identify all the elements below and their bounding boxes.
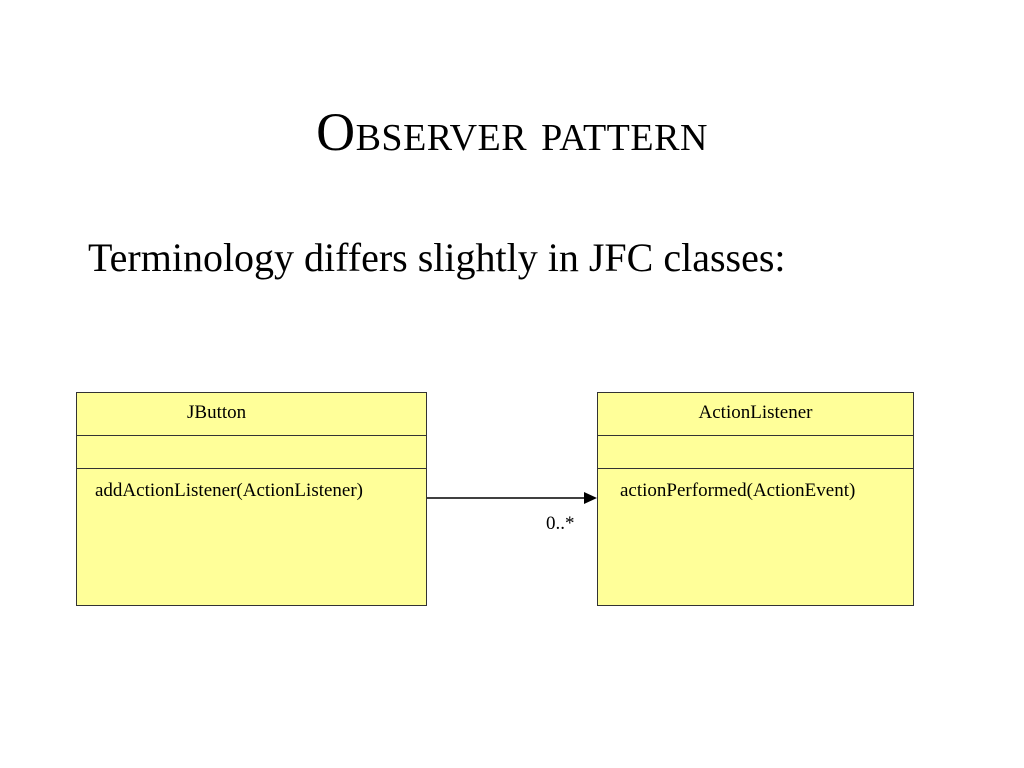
class-name-compartment: JButton	[77, 393, 426, 436]
slide-title: Observer pattern	[316, 102, 708, 162]
operation-action-performed: actionPerformed(ActionEvent)	[620, 480, 856, 501]
class-operations-compartment: addActionListener(ActionListener)	[77, 469, 426, 605]
uml-class-jbutton: JButton addActionListener(ActionListener…	[76, 392, 427, 606]
class-name-compartment: ActionListener	[598, 393, 913, 436]
class-name-jbutton: JButton	[187, 402, 247, 423]
class-attributes-compartment	[77, 436, 426, 469]
class-operations-compartment: actionPerformed(ActionEvent)	[598, 469, 913, 605]
uml-class-actionlistener: ActionListener actionPerformed(ActionEve…	[597, 392, 914, 606]
class-name-actionlistener: ActionListener	[698, 402, 813, 423]
bullet-text: Terminology differs slightly in JFC clas…	[88, 235, 786, 280]
arrowhead-icon	[584, 492, 597, 504]
operation-add-action-listener: addActionListener(ActionListener)	[95, 480, 364, 501]
association-multiplicity: 0..*	[546, 513, 575, 534]
class-attributes-compartment	[598, 436, 913, 469]
